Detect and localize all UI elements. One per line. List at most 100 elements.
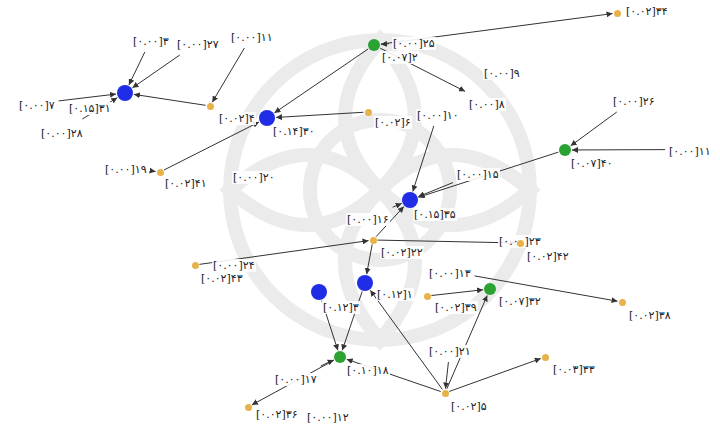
node-label: [۰.۱۰]۱۸	[346, 364, 390, 377]
graph-edge	[445, 362, 448, 389]
graph-label-node: [۰.۰۰]۱۳	[428, 262, 472, 281]
graph-edge	[129, 52, 145, 85]
node-label: [۰.۱۵]۳۵	[413, 208, 457, 221]
graph-edge	[252, 360, 334, 405]
graph-edge	[419, 152, 559, 197]
graph-label-node: [۰.۰۰]۹	[483, 62, 521, 81]
node-label: [۰.۰۰]۲۵	[392, 37, 436, 50]
graph-edge	[132, 55, 179, 88]
graph-edge	[449, 359, 541, 392]
graph-label-node: [۰.۰۰]۱۱	[230, 26, 274, 45]
graph-node: [۰.۱۲]۳	[311, 284, 327, 300]
node-label: [۰.۱۲]۳	[322, 301, 360, 314]
graph-edge	[134, 94, 206, 105]
graph-node: [۰.۰۷]۳۲	[484, 283, 496, 295]
graph-node: [۰.۱۴]۳۰	[259, 110, 275, 126]
node-label: [۰.۰۲]۴	[218, 112, 256, 125]
node-label: [۰.۰۳]۳۳	[552, 363, 596, 376]
node-label: [۰.۰۰]۱۵	[456, 168, 500, 181]
graph-label-node: [۰.۰۰]۱۵	[456, 163, 500, 182]
graph-label-node: [۰.۰۰]۱۶	[346, 208, 390, 227]
graph-edge	[393, 203, 402, 207]
node-label: [۰.۰۰]۱۷	[274, 373, 318, 386]
graph-edge	[413, 126, 434, 191]
graph-edge	[321, 360, 334, 366]
graph-node: [۰.۰۲]۴۱	[157, 169, 164, 176]
graph-edge	[367, 244, 373, 274]
node-label: [۰.۰۲]۴۳	[200, 272, 244, 285]
graph-label-node: [۰.۰۰]۲۰	[232, 166, 276, 185]
graph-label-node: [۰.۰۰]۳	[132, 30, 170, 49]
graph-edge	[418, 183, 453, 197]
node-label: [۰.۰۰]۲۱	[428, 345, 472, 358]
node-label: [۰.۰۷]۳۲	[498, 295, 542, 308]
node-label: [۰.۰۰]۱۰	[416, 109, 460, 122]
graph-label-node: [۰.۰۰]۲۵	[392, 32, 436, 51]
node-label: [۰.۰۰]۹	[483, 67, 521, 80]
graph-label-node: [۰.۰۰]۲۸	[40, 122, 84, 141]
node-label: [۰.۰۰]۲۷	[176, 38, 220, 51]
node-label: [۰.۰۰]۷	[18, 99, 56, 112]
node-label: [۰.۰۲]۲۲	[380, 246, 424, 259]
graph-label-node: [۰.۰۰]۱۷	[274, 368, 318, 387]
graph-label-node: [۰.۰۰]۲۱	[428, 340, 472, 359]
graph-node: [۰.۰۲]۳۶	[245, 404, 252, 411]
graph-edge	[571, 112, 617, 146]
node-label: [۰.۰۰]۲۴	[212, 259, 256, 272]
graph-label-node: [۰.۰۰]۲۴	[212, 254, 256, 273]
graph-node: [۰.۱۵]۳۱	[117, 85, 133, 101]
graph-edge	[274, 49, 368, 113]
graph-node: [۰.۰۳]۳۳	[542, 354, 549, 361]
node-label: [۰.۰۲]۴۲	[526, 250, 570, 263]
graph-label-node: [۰.۰۰]۱۰	[416, 104, 460, 123]
graph-node: [۰.۰۷]۴۰	[559, 144, 571, 156]
graph-label-node: [۰.۰۰]۲۶	[612, 90, 656, 109]
graph-node: [۰.۰۲]۲۲	[370, 237, 377, 244]
node-label: [۰.۱۵]۳۱	[68, 102, 112, 115]
node-label: [۰.۰۰]۱۱	[230, 31, 274, 44]
graph-label-node: [۰.۰۰]۷	[18, 94, 56, 113]
node-label: [۰.۰۰]۱۳	[428, 267, 472, 280]
node-label: [۰.۰۲]۳۴	[625, 5, 669, 18]
graph-node: [۰.۰۲]۳۴	[614, 10, 621, 17]
graph-edge	[572, 149, 665, 150]
graph-node: [۰.۰۲]۵	[442, 390, 449, 397]
graph-label-node: [۰.۰۰]۱۱	[668, 140, 712, 159]
graph-edge	[475, 276, 618, 301]
node-label: [۰.۰۰]۲۸	[40, 127, 84, 140]
node-label: [۰.۱۴]۳۰	[272, 125, 316, 138]
graph-node: [۰.۰۲]۳۹	[424, 293, 431, 300]
node-label: [۰.۰۲]۳۸	[628, 309, 672, 322]
graph-edge	[347, 359, 441, 391]
node-label: [۰.۰۰]۲۶	[612, 95, 656, 108]
graph-node: [۰.۰۲]۴	[207, 103, 214, 110]
node-label: [۰.۰۲]۵	[450, 400, 488, 413]
node-label: [۰.۰۲]۴۱	[164, 177, 208, 190]
graph-node: [۰.۱۵]۳۵	[402, 192, 418, 208]
node-label: [۰.۰۷]۴۰	[570, 157, 614, 170]
graph-node: [۰.۰۲]۴۳	[192, 262, 199, 269]
node-label: [۰.۰۷]۲	[381, 51, 419, 64]
node-label: [۰.۰۰]۲۰	[232, 171, 276, 184]
graph-edge	[377, 240, 515, 243]
graph-edge	[380, 48, 465, 91]
graph-node: [۰.۱۰]۱۸	[334, 351, 346, 363]
node-label: [۰.۱۲]۱	[376, 288, 414, 301]
node-label: [۰.۰۰]۱۹	[104, 163, 148, 176]
graph-label-node: [۰.۰۰]۱۹	[104, 158, 148, 177]
graph-node: [۰.۰۲]۳۸	[619, 299, 626, 306]
node-label: [۰.۰۰]۱۱	[668, 145, 712, 158]
node-label: [۰.۰۰]۱۶	[346, 213, 390, 226]
graph-label-node: [۰.۰۰]۱۲	[306, 406, 350, 425]
graph-edge	[164, 122, 259, 170]
graph-node: [۰.۰۲]۶	[365, 109, 372, 116]
graph-node: [۰.۱۲]۱	[357, 275, 373, 291]
graph-edge	[431, 290, 483, 296]
graph-edge	[276, 112, 364, 117]
graph-edge	[59, 94, 116, 101]
node-label: [۰.۰۰]۱۲	[306, 411, 350, 424]
graph-label-node: [۰.۰۰]۸	[468, 93, 506, 112]
graph-label-node: [۰.۰۰]۲۷	[176, 33, 220, 52]
graph-node: [۰.۰۷]۲	[368, 39, 380, 51]
